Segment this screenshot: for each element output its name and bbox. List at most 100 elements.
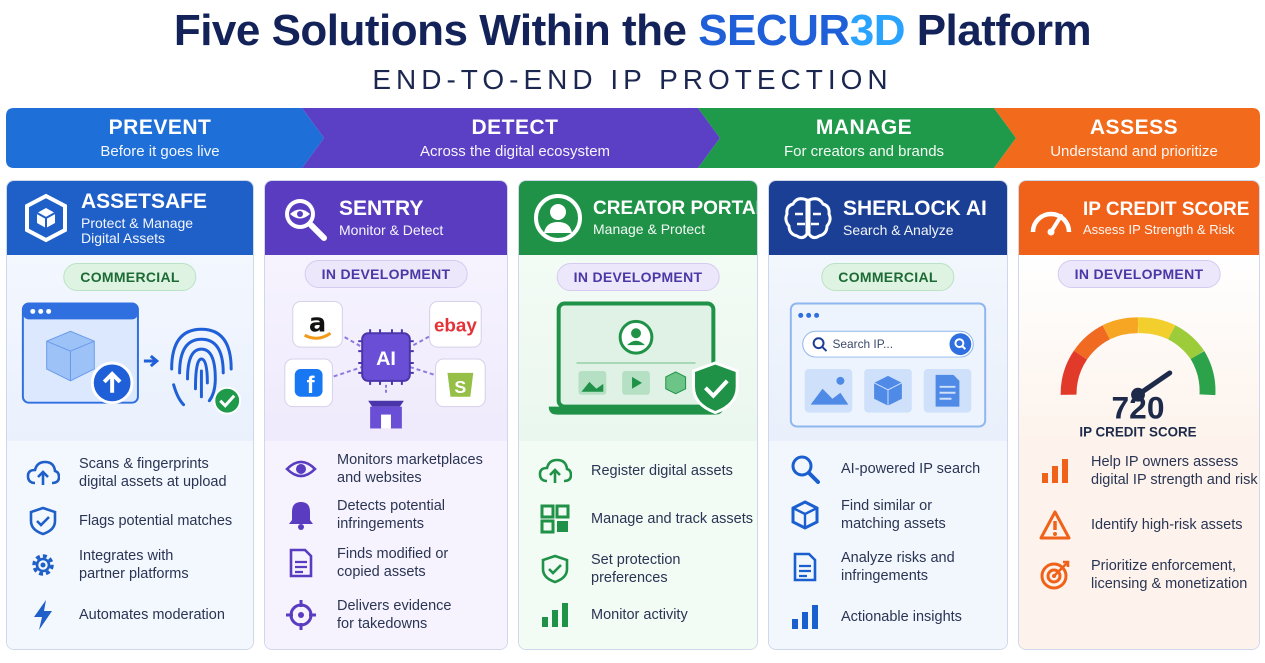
page-title: Five Solutions Within the SECUR3D Platfo… [0,6,1265,56]
lightning-icon [23,599,63,631]
bell-icon [281,499,321,531]
feature-item: Delivers evidence for takedowns [265,597,507,633]
feature-text: Delivers evidence for takedowns [337,598,452,633]
solution-tagline: Protect & Manage Digital Assets [81,214,194,246]
solution-name: IP CREDIT SCORE [1083,198,1250,220]
feature-text: Actionable insights [841,608,962,625]
feature-text: Scans & fingerprints digital assets at u… [79,456,227,491]
bar-chart-icon [535,599,575,631]
shield-check-icon [23,505,63,537]
search-placeholder: Search IP... [832,337,893,351]
feature-text: Register digital assets [591,462,733,479]
status-badge: COMMERCIAL [63,263,197,291]
feature-item: Set protection preferences [519,551,757,587]
cube-icon [785,499,825,531]
card-illustration-area: IN DEVELOPMENT a ebay f S AI [265,255,507,441]
ai-chip-label: AI [376,348,396,370]
feature-list: Monitors marketplaces and websites Detec… [265,441,507,649]
stage-title: MANAGE [815,116,913,139]
feature-item: Scans & fingerprints digital assets at u… [7,455,253,491]
feature-text: Manage and track assets [591,510,754,527]
upload-fingerprint-illustration [21,302,242,415]
feature-item: Help IP owners assess digital IP strengt… [1019,453,1259,489]
stage-arrow-prevent [6,108,324,168]
feature-item: Analyze risks and infringements [769,549,1007,585]
card-illustration-area: IN DEVELOPMENT [519,255,757,441]
stage-title: ASSESS [1089,116,1179,139]
solution-tagline: Monitor & Detect [339,222,444,239]
warning-icon [1035,509,1075,541]
credit-score-gauge: 720 IP CREDIT SCORE [1060,317,1216,439]
feature-item: Register digital assets [519,455,757,487]
search-icon [785,453,825,485]
credit-score-label: IP CREDIT SCORE [1079,424,1196,439]
feature-item: Automates moderation [7,599,253,631]
stage-title: PREVENT [108,116,212,139]
feature-list: Register digital assets Manage and track… [519,441,757,649]
solution-tagline: Manage & Protect [593,221,706,238]
feature-text: Prioritize enforcement, licensing & mone… [1091,558,1248,593]
stage-arrows [6,108,1260,168]
svg-text:a: a [309,308,326,338]
card-illustration-area: COMMERCIAL Search IP... [769,255,1007,441]
feature-item: Monitors marketplaces and websites [265,451,507,487]
feature-item: Integrates with partner platforms [7,547,253,583]
feature-list: Help IP owners assess digital IP strengt… [1019,441,1259,649]
feature-item: Detects potential infringements [265,497,507,533]
cloud-upload-icon [535,455,575,487]
feature-item: AI-powered IP search [769,453,1007,485]
feature-item: Flags potential matches [7,505,253,537]
gauge-icon [1025,189,1077,247]
feature-item: Actionable insights [769,601,1007,633]
status-badge: IN DEVELOPMENT [304,260,468,288]
page-subtitle: END-TO-END IP PROTECTION [372,64,893,95]
feature-list: AI-powered IP search Find similar or mat… [769,441,1007,649]
solution-name: SHERLOCK AI [843,197,987,221]
eye-icon [281,453,321,485]
stage-title: DETECT [471,116,559,139]
search-assets-illustration: Search IP... [789,302,987,428]
stage-detect: DETECT Across the digital ecosystem [320,108,710,168]
credit-score-value: 720 [1112,390,1165,426]
stage-subtitle: For creators and brands [783,143,945,160]
grid-icon [535,503,575,535]
solution-name: CREATOR PORTAL [593,198,758,220]
stage-arrow-manage [698,108,1016,168]
document-icon [281,547,321,579]
magnifier-eye-icon [275,189,333,247]
status-badge: COMMERCIAL [821,263,955,291]
stage-manage: MANAGE For creators and brands [716,108,1012,168]
ebay-logo-text: ebay [434,314,477,335]
brain-icon [779,189,837,247]
solution-name: SENTRY [339,197,424,221]
bar-chart-icon [1035,455,1075,487]
shield-check-icon [535,553,575,585]
feature-text: Integrates with partner platforms [79,548,189,583]
feature-list: Scans & fingerprints digital assets at u… [7,441,253,649]
brand-name-3d: 3D [849,6,906,55]
feature-text: Analyze risks and infringements [841,550,955,585]
svg-text:f: f [307,372,315,399]
stage-arrow-assess [994,108,1260,168]
status-badge: IN DEVELOPMENT [556,263,720,291]
brand-name: SECUR3D [698,6,905,55]
stage-subtitle: Across the digital ecosystem [419,143,611,160]
feature-text: Identify high-risk assets [1091,516,1243,533]
shield-cube-icon [17,189,75,247]
feature-text: Finds modified or copied assets [337,546,449,581]
feature-item: Manage and track assets [519,503,757,535]
feature-item: Identify high-risk assets [1019,509,1259,541]
laptop-portal-illustration [548,301,739,415]
cloud-upload-icon [23,457,63,489]
